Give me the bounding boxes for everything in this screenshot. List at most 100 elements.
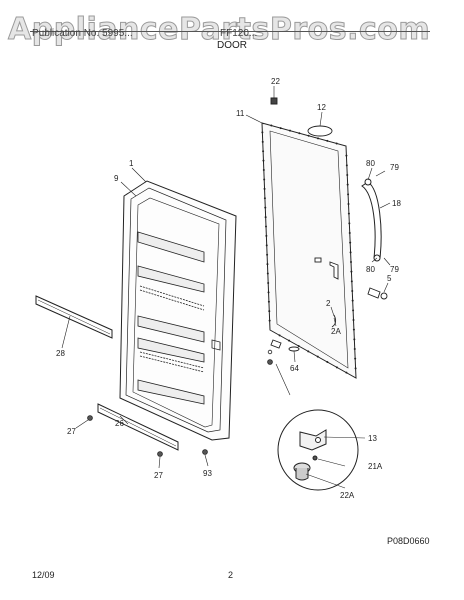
publication-label: Publication No. 5995... bbox=[32, 28, 133, 39]
callout-21a: 21A bbox=[368, 462, 383, 471]
callout-28: 28 bbox=[56, 349, 65, 358]
callout-93: 93 bbox=[203, 469, 212, 478]
rivet-dot bbox=[289, 129, 291, 132]
rivet-dot bbox=[345, 154, 348, 157]
rivet-dot bbox=[266, 272, 269, 275]
rivet-dot bbox=[316, 355, 319, 358]
callout-1: 1 bbox=[129, 159, 134, 168]
callout-79-lower: 79 bbox=[390, 265, 399, 274]
callout-26: 26 bbox=[115, 419, 124, 428]
rivet-dot bbox=[349, 241, 352, 244]
rivet-dot bbox=[263, 197, 266, 200]
callout-27-left: 27 bbox=[67, 427, 76, 436]
header-rule bbox=[30, 31, 430, 32]
rivet-dot bbox=[350, 261, 352, 263]
callout-79-upper: 79 bbox=[390, 163, 399, 172]
rivet-dot bbox=[345, 164, 348, 167]
rivet-dot bbox=[317, 137, 319, 140]
rivet-dot bbox=[267, 281, 270, 284]
rivet-dot bbox=[263, 178, 266, 181]
rivet-dot bbox=[279, 127, 282, 130]
door-shelf-bar-upper bbox=[35, 295, 113, 339]
rivet-dot bbox=[265, 225, 267, 228]
callout-11: 11 bbox=[236, 109, 245, 118]
rivet-dot bbox=[352, 328, 355, 331]
model-label: FF120... bbox=[220, 28, 258, 39]
liner-shelves bbox=[137, 231, 221, 405]
rivet-dot bbox=[350, 280, 353, 283]
rivet-dot bbox=[351, 290, 354, 292]
section-title: DOOR bbox=[217, 40, 247, 51]
rivet-dot bbox=[264, 206, 267, 209]
callout-22: 22 bbox=[271, 77, 280, 86]
door-shelf-bar-lower bbox=[97, 403, 179, 451]
rivet-dot bbox=[335, 366, 338, 369]
rivet-dot bbox=[265, 244, 268, 247]
rivet-dot bbox=[307, 134, 310, 137]
rivet-dot bbox=[354, 367, 357, 370]
callout-9: 9 bbox=[114, 174, 119, 183]
callout-5: 5 bbox=[387, 274, 392, 283]
rivet-dot bbox=[262, 150, 265, 153]
rivet-dot bbox=[347, 212, 350, 215]
rivet-dot bbox=[347, 203, 350, 205]
rivet-dot bbox=[270, 124, 273, 127]
rivet-dot bbox=[307, 350, 310, 353]
rivet-dot bbox=[267, 300, 270, 303]
rivet-dot bbox=[346, 183, 349, 186]
callout-13: 13 bbox=[368, 434, 377, 443]
rivet-dot bbox=[354, 357, 357, 360]
rivet-dot bbox=[266, 263, 269, 266]
hinge-hardware bbox=[270, 257, 388, 352]
rivet-dot bbox=[298, 132, 301, 135]
drawing-code: P08D0660 bbox=[387, 536, 430, 546]
rivet-dot bbox=[262, 169, 265, 172]
rivet-dot bbox=[353, 348, 356, 350]
callout-2: 2 bbox=[326, 299, 331, 308]
rivet-dot bbox=[353, 338, 356, 341]
rivet-dot bbox=[348, 232, 351, 234]
rivet-dot bbox=[268, 319, 271, 322]
rivet-dot bbox=[347, 193, 350, 196]
panel-rivets bbox=[261, 124, 357, 374]
rivet-dot bbox=[352, 309, 355, 312]
callout-27-bottom: 27 bbox=[154, 471, 163, 480]
rivet-dot bbox=[268, 310, 271, 313]
rivet-dot bbox=[266, 253, 269, 256]
rivet-dot bbox=[351, 299, 354, 302]
rivet-dot bbox=[265, 234, 268, 237]
rivet-dot bbox=[350, 270, 353, 273]
callout-22a: 22A bbox=[340, 491, 355, 500]
rivet-dot bbox=[345, 371, 348, 374]
rivet-dot bbox=[326, 139, 329, 142]
footer-date: 12/09 bbox=[32, 570, 55, 580]
door-handle bbox=[361, 178, 382, 262]
callout-64: 64 bbox=[290, 364, 299, 373]
rivet-dot bbox=[267, 291, 270, 294]
footer-page-number: 2 bbox=[228, 570, 234, 580]
rivet-dot bbox=[335, 142, 338, 145]
rivet-dot bbox=[349, 251, 352, 254]
outer-door-panel bbox=[261, 122, 357, 379]
rivet-dot bbox=[348, 222, 351, 225]
screws bbox=[87, 349, 273, 457]
rivet-dot bbox=[262, 159, 265, 162]
inner-door-liner bbox=[119, 180, 237, 441]
rivet-dot bbox=[261, 131, 264, 134]
leader-lines bbox=[61, 86, 391, 489]
callout-80-lower: 80 bbox=[366, 265, 375, 274]
rivet-dot bbox=[261, 140, 264, 143]
rivet-dot bbox=[263, 187, 266, 190]
callout-2a: 2A bbox=[331, 327, 341, 336]
rivet-dot bbox=[264, 216, 267, 219]
rivet-dot bbox=[297, 345, 300, 347]
callout-18: 18 bbox=[392, 199, 401, 208]
callout-12: 12 bbox=[317, 103, 326, 112]
callout-80-upper: 80 bbox=[366, 159, 375, 168]
detail-view bbox=[277, 409, 359, 491]
rivet-dot bbox=[278, 334, 281, 337]
rivet-dot bbox=[288, 339, 291, 342]
rivet-dot bbox=[352, 319, 355, 321]
rivet-dot bbox=[346, 174, 349, 176]
